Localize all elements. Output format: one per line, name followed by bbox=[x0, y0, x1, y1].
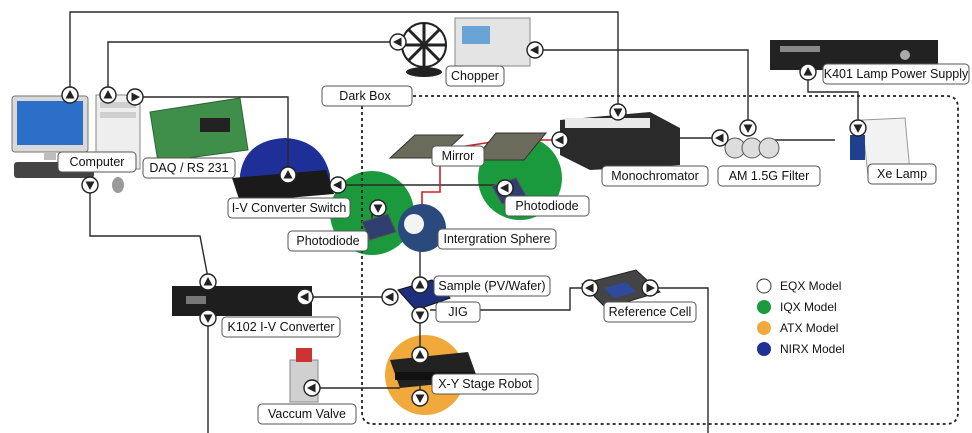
label-photodiode-right-text: Photodiode bbox=[515, 199, 578, 213]
connector-arrow-icon bbox=[61, 86, 79, 104]
connector-arrow-icon bbox=[551, 131, 569, 149]
legend-label-iqx: IQX Model bbox=[780, 300, 837, 314]
chopper-wheel-illustration bbox=[401, 22, 447, 77]
label-sample: Sample (PV/Wafer) bbox=[433, 275, 551, 297]
connector-arrow-icon bbox=[739, 119, 757, 137]
legend-item-nirx: NIRX Model bbox=[757, 342, 845, 356]
label-jig-text: JIG bbox=[448, 305, 467, 319]
label-chopper-text: Chopper bbox=[451, 69, 499, 83]
label-daq-text: DAQ / RS 231 bbox=[149, 161, 228, 175]
dark-box-outline bbox=[361, 95, 959, 425]
connector-arrow-icon bbox=[799, 63, 817, 81]
wiring bbox=[69, 11, 859, 433]
label-xe-lamp-text: Xe Lamp bbox=[877, 167, 927, 181]
label-k102: K102 I-V Converter bbox=[221, 316, 341, 338]
connector-arrow-icon bbox=[99, 86, 117, 104]
connector-arrow-icon bbox=[711, 129, 729, 147]
connector-arrow-icon bbox=[496, 179, 514, 197]
connector-arrow-icon bbox=[329, 176, 347, 194]
label-am-filter-text: AM 1.5G Filter bbox=[729, 169, 810, 183]
legend: EQX Model IQX Model ATX Model NIRX Model bbox=[756, 278, 845, 356]
label-xy-stage: X-Y Stage Robot bbox=[431, 373, 539, 395]
integration-sphere-illustration bbox=[398, 204, 446, 252]
label-integration-sphere-text: Intergration Sphere bbox=[443, 232, 550, 246]
label-reference-cell: Reference Cell bbox=[603, 301, 697, 323]
label-k401-text: K401 Lamp Power Supply bbox=[824, 67, 969, 81]
connector-arrow-icon bbox=[411, 276, 429, 294]
connector-arrow-icon bbox=[296, 288, 314, 306]
legend-label-atx: ATX Model bbox=[780, 321, 838, 335]
connector-arrow-icon bbox=[126, 88, 144, 106]
label-dark-box-text: Dark Box bbox=[339, 89, 391, 103]
label-chopper: Chopper bbox=[445, 65, 505, 87]
legend-item-eqx: EQX Model bbox=[756, 278, 841, 294]
connector-arrow-icon bbox=[199, 273, 217, 291]
connector-arrow-icon bbox=[411, 306, 429, 324]
label-daq: DAQ / RS 231 bbox=[142, 157, 236, 179]
monochromator-illustration bbox=[560, 112, 680, 170]
legend-swatch-iqx bbox=[757, 300, 771, 314]
label-k401: K401 Lamp Power Supply bbox=[822, 63, 970, 85]
label-dark-box: Dark Box bbox=[321, 85, 413, 107]
reference-cell-illustration bbox=[581, 269, 661, 309]
label-jig: JIG bbox=[435, 301, 481, 323]
computer-illustration bbox=[11, 94, 141, 193]
label-monochromator: Monochromator bbox=[601, 165, 709, 187]
label-iv-switch: I-V Converter Switch bbox=[227, 197, 351, 219]
legend-label-nirx: NIRX Model bbox=[780, 342, 845, 356]
connector-arrow-icon bbox=[581, 279, 599, 297]
daq-card-illustration bbox=[149, 97, 249, 163]
k102-illustration bbox=[172, 286, 312, 316]
connector-arrow-icon bbox=[526, 41, 544, 59]
label-reference-cell-text: Reference Cell bbox=[609, 305, 692, 319]
connector-arrow-icon bbox=[641, 279, 659, 297]
label-vaccum-valve-text: Vaccum Valve bbox=[268, 407, 346, 421]
connector-arrow-icon bbox=[81, 176, 99, 194]
connector-arrow-icon bbox=[411, 346, 429, 364]
label-mirror: Mirror bbox=[431, 145, 485, 167]
connector-arrow-icon bbox=[411, 389, 429, 407]
label-integration-sphere: Intergration Sphere bbox=[437, 228, 557, 250]
label-photodiode-left: Photodiode bbox=[287, 230, 369, 252]
connector-arrow-icon bbox=[381, 288, 399, 306]
connector-arrow-icon bbox=[609, 103, 627, 121]
chopper-controller-illustration bbox=[454, 17, 531, 67]
connector-arrow-icon bbox=[369, 199, 387, 217]
legend-item-iqx: IQX Model bbox=[757, 300, 837, 314]
label-mirror-text: Mirror bbox=[442, 149, 475, 163]
xe-lamp-illustration bbox=[850, 117, 911, 177]
connector-arrow-icon bbox=[303, 379, 321, 397]
connector-arrow-icon bbox=[849, 119, 867, 137]
label-am-filter: AM 1.5G Filter bbox=[717, 165, 821, 187]
connectors bbox=[61, 33, 867, 407]
legend-label-eqx: EQX Model bbox=[780, 279, 841, 293]
filter-illustration bbox=[724, 137, 780, 159]
legend-swatch-atx bbox=[757, 321, 771, 335]
connector-arrow-icon bbox=[389, 33, 407, 51]
legend-swatch-eqx bbox=[756, 278, 772, 294]
label-iv-switch-text: I-V Converter Switch bbox=[232, 201, 347, 215]
label-photodiode-right: Photodiode bbox=[504, 195, 590, 217]
label-vaccum-valve: Vaccum Valve bbox=[257, 403, 357, 425]
connector-arrow-icon bbox=[199, 309, 217, 327]
iv-switch-illustration bbox=[232, 170, 334, 202]
legend-item-atx: ATX Model bbox=[757, 321, 838, 335]
label-sample-text: Sample (PV/Wafer) bbox=[438, 279, 545, 293]
label-computer: Computer bbox=[57, 151, 137, 173]
label-computer-text: Computer bbox=[70, 155, 125, 169]
connector-arrow-icon bbox=[279, 166, 297, 184]
label-monochromator-text: Monochromator bbox=[611, 169, 699, 183]
label-xe-lamp: Xe Lamp bbox=[867, 163, 937, 185]
label-photodiode-left-text: Photodiode bbox=[296, 234, 359, 248]
label-xy-stage-text: X-Y Stage Robot bbox=[438, 377, 532, 391]
mirror-illustration bbox=[388, 132, 548, 161]
legend-swatch-nirx bbox=[757, 342, 771, 356]
label-k102-text: K102 I-V Converter bbox=[228, 320, 335, 334]
